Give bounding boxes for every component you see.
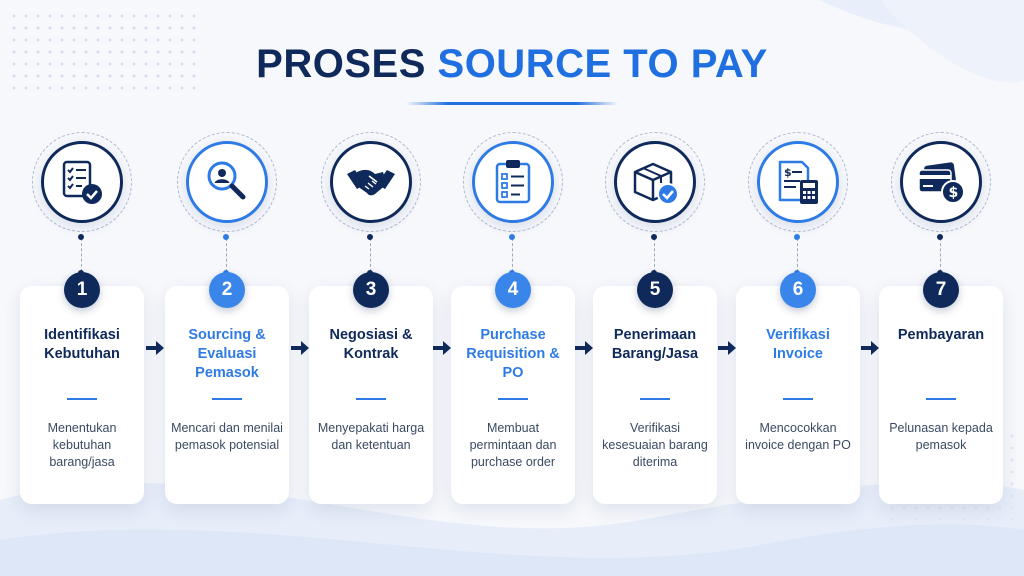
- connector-line: [794, 234, 800, 276]
- icon-ring: [463, 132, 563, 232]
- step-divider: [498, 398, 528, 400]
- step-divider: [356, 398, 386, 400]
- step-divider: [783, 398, 813, 400]
- step-divider: [640, 398, 670, 400]
- step-3: 3 Negosiasi & Kontrak Menyepakati harga …: [309, 132, 433, 504]
- step-1: 1 Identifikasi Kebutuhan Menentukan kebu…: [20, 132, 144, 504]
- step-number-badge: 2: [209, 272, 245, 308]
- icon-disc: $: [900, 141, 982, 223]
- step-description: Menyepakati harga dan ketentuan: [317, 421, 425, 452]
- clipboard-icon: [495, 160, 531, 204]
- step-number-badge: 6: [780, 272, 816, 308]
- title-part-1: PROSES: [256, 42, 426, 86]
- icon-ring: [748, 132, 848, 232]
- step-description: Membuat permintaan dan purchase order: [469, 421, 557, 469]
- step-title: Penerimaan Barang/Jasa: [611, 327, 699, 362]
- connector-line: [937, 234, 943, 276]
- step-card: [593, 286, 717, 504]
- step-divider: [67, 398, 97, 400]
- icon-ring: [605, 132, 705, 232]
- step-description: Mencocokkan invoice dengan PO: [745, 421, 851, 452]
- step-card: [451, 286, 575, 504]
- invoice-calculator-icon: $: [778, 160, 818, 204]
- arrow-right-icon: [433, 341, 451, 355]
- step-description: Mencari dan menilai pemasok potensial: [171, 421, 283, 452]
- connector-line: [367, 234, 373, 276]
- step-description: Pelunasan kepada pemasok: [889, 421, 993, 452]
- connector-line: [223, 234, 229, 276]
- icon-disc: [614, 141, 696, 223]
- icon-disc: [330, 141, 412, 223]
- step-number-badge: 1: [64, 272, 100, 308]
- step-divider: [212, 398, 242, 400]
- step-title: Pembayaran: [897, 327, 985, 343]
- icon-ring: [891, 132, 991, 232]
- step-card: [165, 286, 289, 504]
- title-underline: [406, 102, 618, 105]
- icon-ring: [32, 132, 132, 232]
- step-card: [309, 286, 433, 504]
- step-description: Menentukan kebutuhan barang/jasa: [47, 421, 117, 469]
- step-2: 2 Sourcing & Evaluasi Pemasok Mencari da…: [165, 132, 289, 504]
- arrow-right-icon: [146, 341, 164, 355]
- icon-disc: $: [757, 141, 839, 223]
- step-title: Sourcing & Evaluasi Pemasok: [188, 327, 266, 381]
- step-4: 4 Purchase Requisition & PO Membuat perm…: [451, 132, 575, 504]
- step-card: [736, 286, 860, 504]
- step-description: Verifikasi kesesuaian barang diterima: [602, 421, 708, 469]
- package-check-icon: [633, 162, 679, 205]
- connector-line: [78, 234, 84, 276]
- step-card: [20, 286, 144, 504]
- connector-line: [509, 234, 515, 276]
- icon-ring: [321, 132, 421, 232]
- title-part-2: SOURCE TO PAY: [437, 42, 768, 86]
- icon-ring: [177, 132, 277, 232]
- arrow-right-icon: [861, 341, 879, 355]
- arrow-right-icon: [718, 341, 736, 355]
- step-divider: [926, 398, 956, 400]
- step-title: Verifikasi Invoice: [766, 327, 830, 362]
- arrow-right-icon: [575, 341, 593, 355]
- svg-text:$: $: [949, 185, 959, 201]
- checklist-icon: [62, 160, 102, 204]
- card-payment-icon: $: [918, 162, 965, 204]
- icon-disc: [186, 141, 268, 223]
- svg-text:$: $: [784, 166, 792, 179]
- step-title: Negosiasi & Kontrak: [329, 327, 413, 362]
- step-5: 5 Penerimaan Barang/Jasa Verifikasi kese…: [593, 132, 717, 504]
- icon-disc: [41, 141, 123, 223]
- search-person-icon: [207, 161, 246, 200]
- step-title: Identifikasi Kebutuhan: [44, 327, 120, 362]
- step-number-badge: 5: [637, 272, 673, 308]
- dot-pattern: [8, 10, 198, 90]
- step-6: $ 6 Verifikasi Invoice Mencocokkan invoi…: [736, 132, 860, 504]
- icon-disc: [472, 141, 554, 223]
- step-card: [879, 286, 1003, 504]
- connector-line: [651, 234, 657, 276]
- page-title: PROSES SOURCE TO PAY: [0, 42, 1024, 87]
- step-7: $ 7 Pembayaran Pelunasan kepada pemasok: [879, 132, 1003, 504]
- handshake-icon: [347, 169, 395, 196]
- arrow-right-icon: [291, 341, 309, 355]
- step-number-badge: 4: [495, 272, 531, 308]
- step-title: Purchase Requisition & PO: [466, 327, 560, 381]
- step-number-badge: 7: [923, 272, 959, 308]
- step-number-badge: 3: [353, 272, 389, 308]
